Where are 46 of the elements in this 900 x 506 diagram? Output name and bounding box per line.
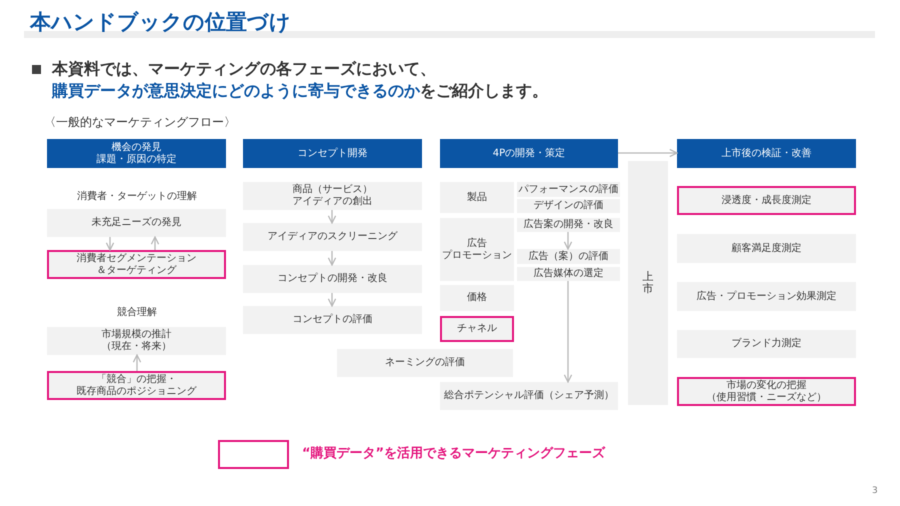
highlighted-step-box: 「競合」の把握・既存商品のポジショニング <box>47 371 226 400</box>
step-box: ブランド力測定 <box>677 330 856 358</box>
page-number: 3 <box>872 486 878 497</box>
intro-text: 本資料では、マーケティングの各フェーズにおいて、 <box>52 59 436 78</box>
phase-header: 上市後の検証・改善 <box>677 139 856 168</box>
step-box: パフォーマンスの評価 <box>517 182 620 197</box>
phase-header: コンセプト開発 <box>243 139 422 168</box>
arrow <box>328 210 336 224</box>
step-box: 広告媒体の選定 <box>517 267 620 281</box>
section-heading: 競合理解 <box>117 307 157 319</box>
flow-caption: 〈一般的なマーケティングフロー〉 <box>44 115 236 130</box>
legend-text: “購買データ”を活用できるマーケティングフェーズ <box>302 446 606 462</box>
step-box: 広告（案）の評価 <box>517 249 620 264</box>
arrow <box>106 237 114 251</box>
step-box: コンセプトの評価 <box>243 306 422 334</box>
step-box: 市場規模の推計（現在・将来） <box>47 327 226 355</box>
step-box: ネーミングの評価 <box>337 349 513 377</box>
arrow <box>132 354 142 371</box>
phase-header: 4Pの開発・策定 <box>440 139 618 168</box>
highlighted-step-box: 浸透度・成長度測定 <box>677 186 856 215</box>
section-heading: 消費者・ターゲットの理解 <box>77 191 197 203</box>
step-box: 製品 <box>440 182 514 213</box>
arrow <box>328 293 336 307</box>
arrow <box>618 148 678 158</box>
step-box: コンセプトの開発・改良 <box>243 265 422 293</box>
arrow <box>564 232 572 250</box>
step-box: 顧客満足度測定 <box>677 234 856 263</box>
step-box: アイディアのスクリーニング <box>243 223 422 251</box>
step-box: デザインの評価 <box>517 199 620 213</box>
step-box: 広告案の開発・改良 <box>517 218 620 232</box>
step-box: 広告・プロモーション効果測定 <box>677 282 856 311</box>
step-box: 未充足ニーズの発見 <box>47 209 226 237</box>
step-box: 商品（サービス）アイディアの創出 <box>243 182 422 210</box>
step-box: 総合ポテンシャル評価（シェア予測） <box>440 382 618 410</box>
highlighted-step-box: チャネル <box>440 316 514 342</box>
phase-header: 機会の発見課題・原因の特定 <box>47 139 226 168</box>
arrow <box>564 281 572 383</box>
highlighted-step-box: 消費者セグメンテーション＆ターゲティング <box>47 250 226 279</box>
arrow <box>150 236 160 250</box>
band-label: 上市 <box>642 270 654 296</box>
highlighted-step-box: 市場の変化の把握（使用習慣・ニーズなど） <box>677 377 856 406</box>
intro-text: 購買データが意思決定にどのように寄与できるのかをご紹介します。 <box>52 81 548 100</box>
step-box: 価格 <box>440 285 514 311</box>
page-title: 本ハンドブックの位置づけ <box>30 10 291 35</box>
step-box: 広告プロモーション <box>440 218 514 281</box>
arrow <box>328 251 336 266</box>
